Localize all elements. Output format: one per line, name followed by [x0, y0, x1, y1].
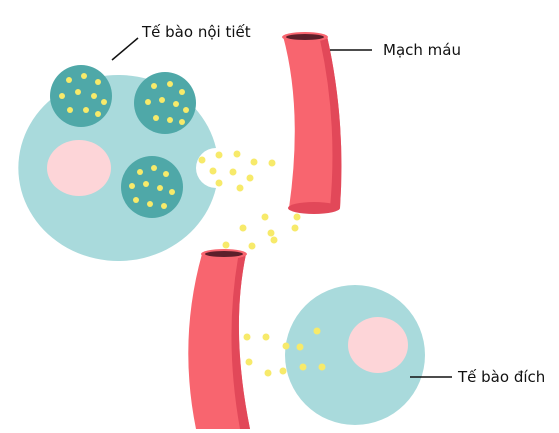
hormone-at-target	[243, 327, 326, 377]
blood-vessel-lower	[188, 249, 250, 429]
vessel-upper-shade	[320, 36, 342, 208]
secretory-granule	[50, 65, 112, 127]
granule-hormone-dots	[129, 165, 175, 209]
vessel-lower-lumen	[205, 251, 243, 257]
vessel-upper-body	[283, 36, 342, 208]
granule-hormone-dots	[59, 73, 107, 117]
target-cell	[285, 285, 425, 425]
vessel-lower-shade	[231, 254, 250, 429]
circulating-hormone	[222, 213, 301, 250]
label-target-cell: Tế bào đích	[457, 368, 545, 386]
endocrine-cell-nucleus	[47, 140, 111, 196]
secretory-granule	[134, 72, 196, 134]
endocrine-leader-line	[111, 37, 139, 61]
vessel-upper-bottom-rim	[288, 202, 340, 214]
released-hormone	[198, 150, 276, 192]
label-blood-vessel: Mạch máu	[383, 41, 461, 59]
label-endocrine-cell: Tế bào nội tiết	[141, 23, 251, 41]
endocrine-cell	[18, 65, 216, 261]
vessel-upper-lumen	[286, 34, 324, 40]
blood-vessel-upper	[282, 32, 342, 214]
target-cell-nucleus	[348, 317, 408, 373]
secretory-granule	[121, 156, 183, 218]
granule-hormone-dots	[145, 81, 189, 125]
